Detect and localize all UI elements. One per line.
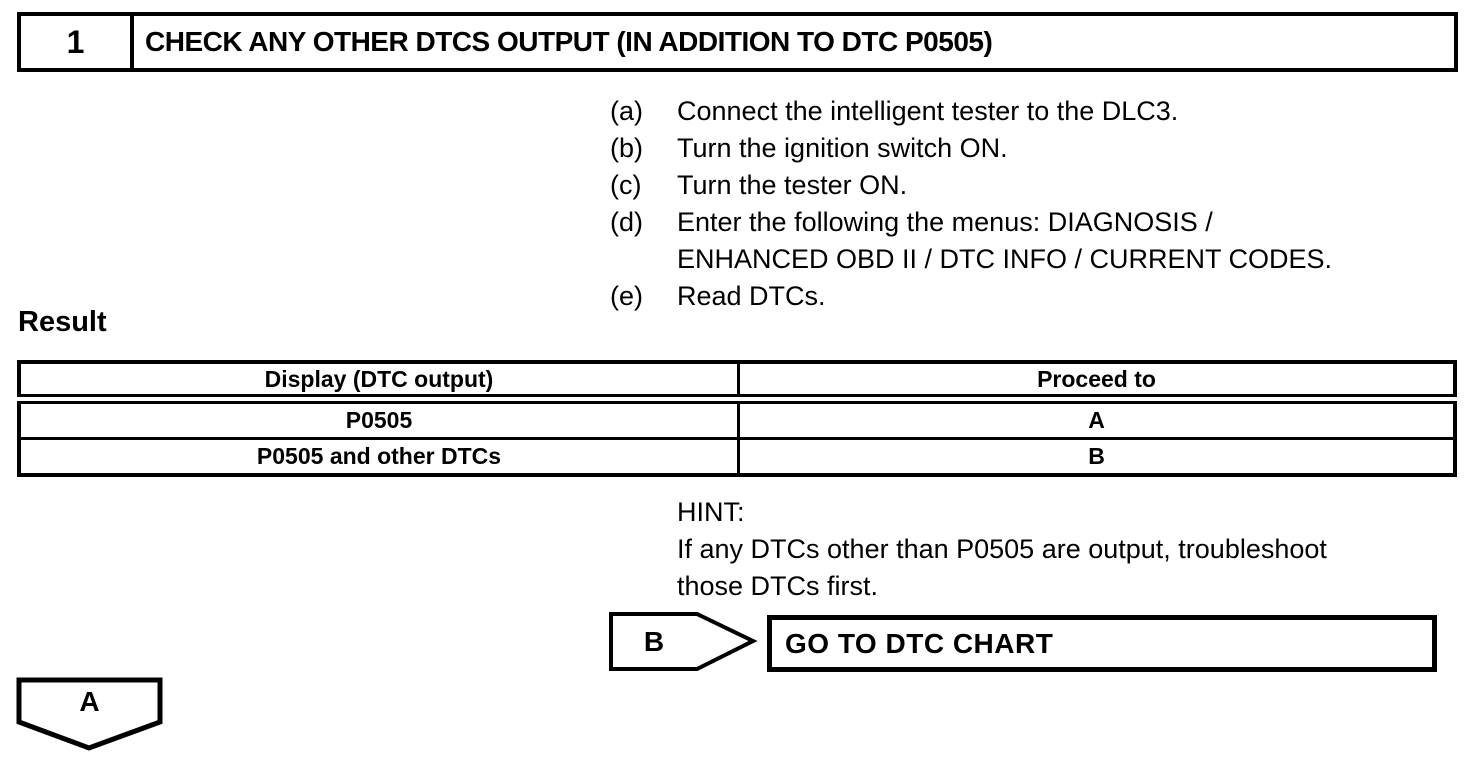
step-label: (d) (610, 207, 643, 237)
table-header-row: Display (DTC output) Proceed to (19, 362, 1455, 404)
hint-line: If any DTCs other than P0505 are output,… (677, 534, 1327, 564)
procedure-step-a: (a) Connect the intelligent tester to th… (610, 93, 1332, 130)
a-connector-shape-icon (16, 677, 163, 751)
step-text-continuation: ENHANCED OBD II / DTC INFO / CURRENT COD… (677, 244, 1333, 274)
result-heading: Result (18, 306, 107, 338)
hint-title: HINT: (677, 497, 745, 527)
procedure-step-d: (d) Enter the following the menus: DIAGN… (610, 204, 1332, 278)
result-table: Display (DTC output) Proceed to P0505 A … (17, 360, 1457, 477)
step-text: Turn the ignition switch ON. (677, 133, 1008, 163)
b-connector-label: B (643, 625, 665, 657)
procedure-step-b: (b) Turn the ignition switch ON. (610, 130, 1332, 167)
cell-display-output: P0505 and other DTCs (19, 437, 739, 475)
cell-proceed-to: B (737, 437, 1455, 475)
step-text: Turn the tester ON. (677, 170, 908, 200)
a-connector-label: A (79, 686, 100, 717)
step-text: Enter the following the menus: DIAGNOSIS… (677, 207, 1213, 237)
procedure-step-e: (e) Read DTCs. (610, 278, 1332, 315)
step-title: CHECK ANY OTHER DTCS OUTPUT (IN ADDITION… (145, 26, 993, 57)
step-label: (a) (610, 96, 643, 126)
hint-block: HINT: If any DTCs other than P0505 are o… (677, 494, 1327, 605)
b-connector-arrow-icon (609, 612, 758, 671)
table-row: P0505 A (19, 399, 1455, 439)
step-header-box: 1 CHECK ANY OTHER DTCS OUTPUT (IN ADDITI… (17, 12, 1458, 72)
hint-line: those DTCs first. (677, 571, 879, 601)
step-label: (e) (610, 281, 643, 311)
goto-dtc-chart-box: GO TO DTC CHART (767, 615, 1437, 672)
procedure-step-c: (c) Turn the tester ON. (610, 167, 1332, 204)
step-label: (b) (610, 133, 643, 163)
step-number: 1 (21, 16, 134, 68)
table-header-display: Display (DTC output) (19, 362, 739, 404)
step-text: Read DTCs. (677, 281, 826, 311)
step-label: (c) (610, 170, 642, 200)
procedure-list: (a) Connect the intelligent tester to th… (610, 93, 1332, 315)
table-header-proceed: Proceed to (737, 362, 1455, 404)
cell-display-output: P0505 (345, 407, 413, 433)
cell-proceed-to: A (737, 399, 1455, 439)
goto-dtc-chart-label: GO TO DTC CHART (785, 627, 1054, 659)
step-text: Connect the intelligent tester to the DL… (677, 96, 1179, 126)
table-row: P0505 and other DTCs B (19, 437, 1455, 475)
